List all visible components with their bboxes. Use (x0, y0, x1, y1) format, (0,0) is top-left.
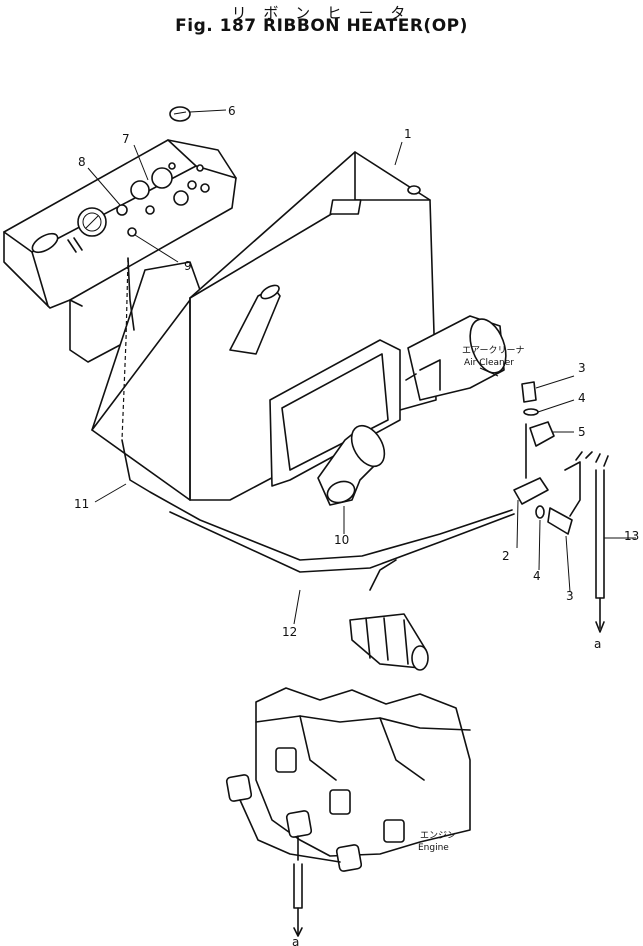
callout-4: 4 (578, 391, 586, 405)
callout-10: 10 (334, 533, 349, 547)
cable-12 (121, 439, 513, 561)
wire-upper (127, 257, 135, 331)
heater-bracket (513, 381, 609, 535)
callout-8: 8 (78, 155, 86, 169)
callouts: 1 2 3 3 4 4 5 6 7 8 9 10 11 12 13 a a (74, 104, 639, 946)
instrument-panel (3, 139, 237, 363)
callout-2: 2 (502, 549, 510, 563)
leader-lines (87, 109, 636, 625)
callout-1: 1 (404, 127, 412, 141)
callout-9: 9 (184, 259, 192, 273)
callout-3b: 3 (566, 589, 574, 603)
heater-elements (225, 774, 363, 872)
connector-a-lower: a (292, 935, 299, 946)
engine-intake (255, 687, 471, 857)
callout-5: 5 (578, 425, 586, 439)
harness-13 (595, 469, 605, 633)
elbow-pipe (317, 424, 386, 506)
engine-label: Engine (418, 843, 449, 853)
callout-3: 3 (578, 361, 586, 375)
callout-6: 6 (228, 104, 236, 118)
engine-label-jp: エンジン (420, 831, 456, 841)
wire-dashed (121, 257, 129, 441)
air-cleaner-label: Air Cleaner (464, 358, 514, 368)
callout-4b: 4 (533, 569, 541, 583)
fuel-tank (91, 151, 437, 501)
callout-13: 13 (624, 529, 639, 543)
air-cleaner-label-jp: エアークリーナ (462, 345, 524, 356)
title-japanese: リ ボ ン ヒ ー タ (231, 4, 412, 22)
callout-12: 12 (282, 625, 297, 639)
figure-title: Fig. 187 RIBBON HEATER(OP) (175, 16, 468, 36)
callout-7: 7 (122, 132, 130, 146)
lens-part-6 (169, 106, 191, 122)
connector-a-upper: a (594, 637, 601, 651)
air-cleaner (405, 315, 507, 401)
callout-11: 11 (74, 497, 89, 511)
harness-a-lower (293, 863, 303, 937)
starter-motor (349, 613, 429, 671)
